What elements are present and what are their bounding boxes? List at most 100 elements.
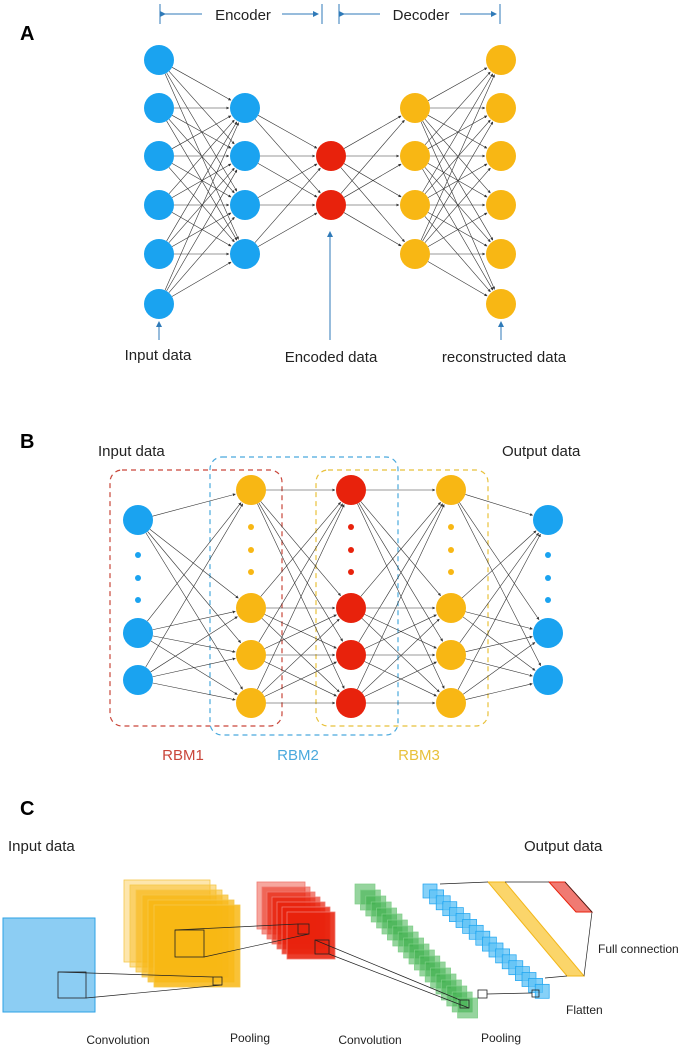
edge [465, 611, 533, 630]
convolution-feature-maps-1 [123, 879, 241, 988]
edge [427, 212, 488, 247]
ellipsis-dot [545, 575, 551, 581]
ellipsis-dot [545, 552, 551, 558]
convolution-label-2: Convolution [338, 1033, 401, 1047]
edge [168, 119, 235, 194]
pool1-cell [297, 923, 310, 935]
output-vector [547, 881, 594, 913]
rbm1-box [109, 469, 283, 727]
edge [166, 121, 238, 242]
encoder-label: Encoder [215, 7, 271, 24]
pooling-feature-maps-2 [422, 883, 550, 999]
edge [357, 504, 445, 690]
edge [147, 531, 241, 643]
edge [171, 212, 232, 247]
conv1-output-cell [212, 976, 223, 986]
input-receptive-field [57, 971, 87, 999]
node-output-6 [486, 289, 516, 319]
edge [171, 212, 232, 247]
convolution-label-1: Convolution [86, 1033, 149, 1047]
edge [340, 119, 405, 194]
edge [147, 502, 242, 622]
edge [264, 614, 337, 649]
full-connection-label: Full connection [598, 942, 679, 956]
edge [427, 115, 488, 149]
node-hidden2-4 [400, 239, 430, 269]
node-input-3 [123, 665, 153, 695]
node-hidden1-3 [230, 190, 260, 220]
pool2-out-cell [531, 989, 540, 998]
pooled-cell [534, 983, 550, 999]
edge [343, 163, 402, 198]
node-output-1 [486, 45, 516, 75]
panel-b: B Input data Output data RBM1 RBM2 RBM3 [20, 431, 581, 764]
node-output-5 [486, 239, 516, 269]
edge [459, 532, 539, 643]
panel-b-letter: B [20, 431, 34, 453]
edge [457, 533, 541, 690]
ellipsis-dot [348, 524, 354, 530]
node-rbm1-4 [236, 688, 266, 718]
edge [257, 504, 345, 690]
edge [145, 503, 244, 668]
edge [166, 169, 238, 292]
ellipsis-dot [448, 547, 454, 553]
edge [264, 661, 337, 697]
decoder-bracket [338, 4, 501, 24]
ellipsis-dot [348, 547, 354, 553]
edge [257, 163, 318, 198]
decoder-label: Decoder [393, 7, 450, 24]
panel-c-letter: C [20, 798, 34, 820]
ellipsis-dot [545, 597, 551, 603]
edge [424, 71, 491, 146]
rbm2-box [209, 456, 399, 736]
node-rbm1-1 [236, 475, 266, 505]
ellipsis-dot [448, 524, 454, 530]
edge [427, 212, 488, 247]
ellipsis-dot [248, 547, 254, 553]
node-input-3 [144, 141, 174, 171]
node-input-6 [144, 289, 174, 319]
edge [260, 501, 341, 597]
edge [257, 163, 318, 198]
ellipsis-dot [248, 524, 254, 530]
ellipsis-dot [135, 597, 141, 603]
edge [357, 503, 445, 689]
edge [152, 682, 236, 701]
reconstructed-data-label: reconstructed data [442, 349, 567, 366]
edge [257, 115, 318, 149]
edge [427, 115, 488, 149]
edge [171, 115, 232, 149]
edge [171, 261, 232, 297]
edge [424, 119, 491, 194]
edge [422, 73, 494, 193]
pooling-feature-maps-1 [256, 881, 336, 960]
edge [364, 661, 437, 697]
edge [343, 163, 402, 198]
node-output-4 [486, 190, 516, 220]
pooling-label-1: Pooling [230, 1031, 270, 1045]
panel-a-letter: A [20, 23, 34, 45]
rbm3-label: RBM3 [398, 747, 440, 764]
edge [465, 658, 533, 677]
panel-b-nodes [123, 475, 563, 718]
node-output-3 [486, 141, 516, 171]
edge [427, 261, 488, 297]
node-hidden1-1 [230, 93, 260, 123]
node-hidden2-1 [400, 93, 430, 123]
edge [420, 74, 495, 241]
edge [260, 501, 341, 597]
edge [424, 167, 491, 243]
node-input-2 [123, 618, 153, 648]
node-rbm2-1 [336, 475, 366, 505]
conv1-receptive-field [174, 929, 205, 958]
conv2-output-cell [459, 999, 470, 1009]
node-output-2 [486, 93, 516, 123]
b-input-data-label: Input data [98, 443, 165, 460]
panel-c: C Input data Output data [2, 798, 679, 1047]
edge [343, 212, 402, 247]
edge [360, 501, 441, 597]
pool1-receptive-field [314, 939, 330, 955]
panel-a-nodes [144, 45, 516, 319]
